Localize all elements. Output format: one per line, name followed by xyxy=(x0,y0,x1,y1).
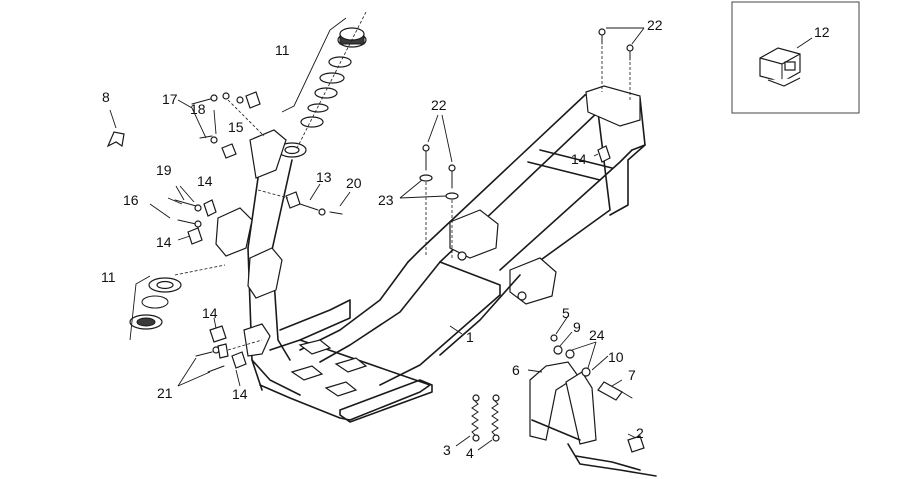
callout-14-e: 14 xyxy=(571,151,587,167)
callout-17: 17 xyxy=(162,91,178,107)
callout-4: 4 xyxy=(466,445,474,461)
inset-part-12 xyxy=(731,1,860,114)
bolt-set-17-18 xyxy=(177,91,265,159)
callout-13: 13 xyxy=(316,169,332,185)
callout-7: 7 xyxy=(628,367,636,383)
callout-3: 3 xyxy=(443,442,451,458)
bolt-set-13-20 xyxy=(257,183,351,216)
callout-11-lower: 11 xyxy=(101,269,116,285)
callout-22-mid: 22 xyxy=(431,97,447,113)
clip-nut-icon xyxy=(759,47,801,87)
clip-nut-14-rear xyxy=(593,145,611,163)
bracket-part-8 xyxy=(106,109,125,148)
callout-11-top: 11 xyxy=(275,42,290,58)
callout-14-c: 14 xyxy=(202,305,218,321)
callout-labels: 1 2 3 4 5 6 7 8 9 10 11 11 12 13 14 14 1… xyxy=(101,17,830,461)
callout-18: 18 xyxy=(190,101,206,117)
callout-20: 20 xyxy=(346,175,362,191)
callout-19: 19 xyxy=(156,162,172,178)
callout-22-top: 22 xyxy=(647,17,663,33)
stand-springs xyxy=(455,394,500,451)
main-frame xyxy=(215,85,646,423)
callout-8: 8 xyxy=(102,89,110,105)
callout-9: 9 xyxy=(573,319,581,335)
callout-14-d: 14 xyxy=(232,386,248,402)
callout-5: 5 xyxy=(562,305,570,321)
center-stand xyxy=(527,315,657,477)
callout-16: 16 xyxy=(123,192,139,208)
callout-1: 1 xyxy=(466,329,474,345)
rear-bolts-22-23 xyxy=(399,114,459,260)
leader-1 xyxy=(449,325,463,335)
steering-bearing-set-top xyxy=(281,11,367,151)
callout-21: 21 xyxy=(157,385,173,401)
callout-14-b: 14 xyxy=(156,234,172,250)
bolt-set-21 xyxy=(177,317,263,387)
bolt-set-16-19 xyxy=(149,185,217,245)
callout-24: 24 xyxy=(589,327,605,343)
callout-12: 12 xyxy=(814,24,830,40)
top-bolts-22 xyxy=(598,27,645,100)
callout-2: 2 xyxy=(636,425,644,441)
callout-15: 15 xyxy=(228,119,244,135)
callout-23: 23 xyxy=(378,192,394,208)
callout-10: 10 xyxy=(608,349,624,365)
callout-14-a: 14 xyxy=(197,173,213,189)
callout-6: 6 xyxy=(512,362,520,378)
steering-bearing-set-lower xyxy=(129,264,226,341)
